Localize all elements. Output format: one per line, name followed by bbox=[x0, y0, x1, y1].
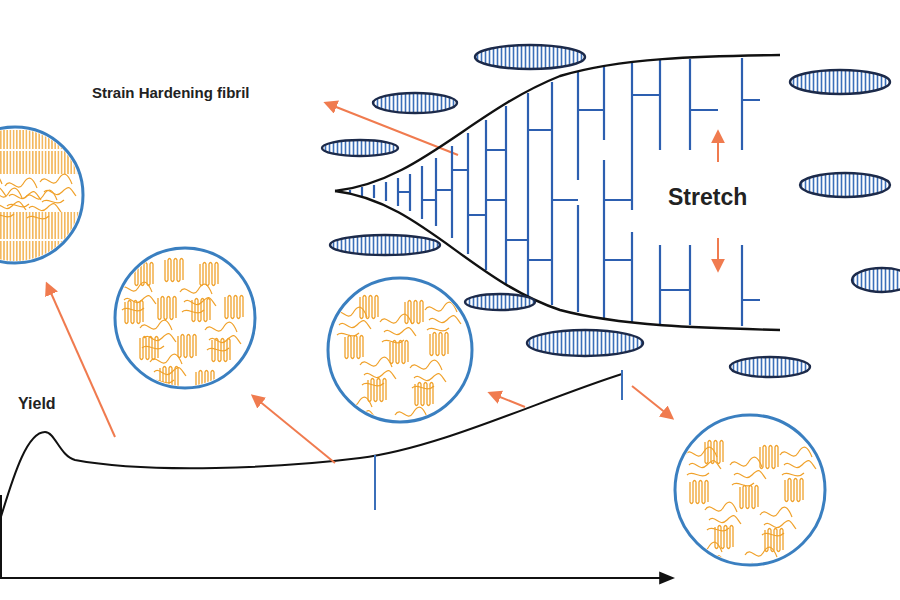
yield-label: Yield bbox=[18, 395, 56, 413]
leader-label: Strain Hardening fibril bbox=[92, 84, 250, 101]
stretch-label: Stretch bbox=[668, 184, 747, 211]
